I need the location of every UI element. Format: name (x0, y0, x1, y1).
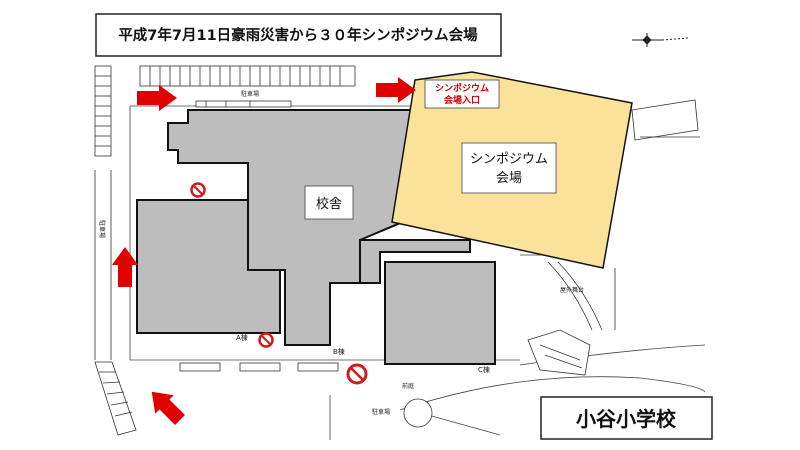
main-building-label: 校舎 (316, 196, 342, 212)
venue-label-line2: 会場 (496, 171, 522, 186)
parking-area-left (94, 65, 112, 360)
arrow-left-up-icon (112, 247, 138, 287)
outdoor-stage-label: 屋外舞台 (560, 286, 584, 294)
parking-bottom-label: 駐車場 (372, 408, 390, 416)
arrow-bottom-left-icon (142, 382, 190, 430)
parking-left-label: 駐車場 (98, 220, 106, 238)
no-entry-icon (190, 182, 206, 198)
school-name: 小谷小学校 (576, 407, 677, 431)
school-name-box: 小谷小学校 (540, 396, 713, 440)
main-building-label-box: 校舎 (304, 185, 354, 220)
venue-label-line1: シンポジウム (470, 152, 548, 167)
bench-row (179, 362, 339, 372)
main-building (167, 109, 424, 346)
parking-top-label: 駐車場 (241, 90, 259, 98)
entrance-label-line2: 会場入口 (444, 94, 480, 106)
right-structures (527, 99, 700, 376)
map-title: 平成7年7月11日豪雨災害から３０年シンポジウム会場 (118, 26, 478, 44)
parking-area-top (139, 65, 356, 87)
building-connector (359, 239, 471, 284)
building-a-label: A棟 (236, 333, 248, 342)
front-garden-label: 前庭 (402, 382, 414, 390)
map-title-box: 平成7年7月11日豪雨災害から３０年シンポジウム会場 (95, 13, 502, 57)
building-c-label: C棟 (478, 365, 490, 374)
entrance-label-box: シンポジウム 会場入口 (424, 79, 500, 109)
venue-label-box: シンポジウム 会場 (461, 142, 557, 194)
building-c-wing (384, 261, 496, 365)
no-entry-icon (346, 363, 368, 385)
building-b-label: B棟 (333, 347, 345, 356)
north-compass-icon (632, 33, 689, 47)
equipment-strip (195, 100, 292, 108)
no-entry-icon (258, 332, 274, 348)
arrow-top-right-icon (376, 77, 416, 103)
garden-circle (403, 398, 433, 428)
entrance-label-line1: シンポジウム (435, 82, 489, 94)
parking-area-bottom-left (94, 361, 137, 436)
arrow-top-left-icon (137, 85, 177, 111)
building-a-wing (136, 199, 281, 334)
